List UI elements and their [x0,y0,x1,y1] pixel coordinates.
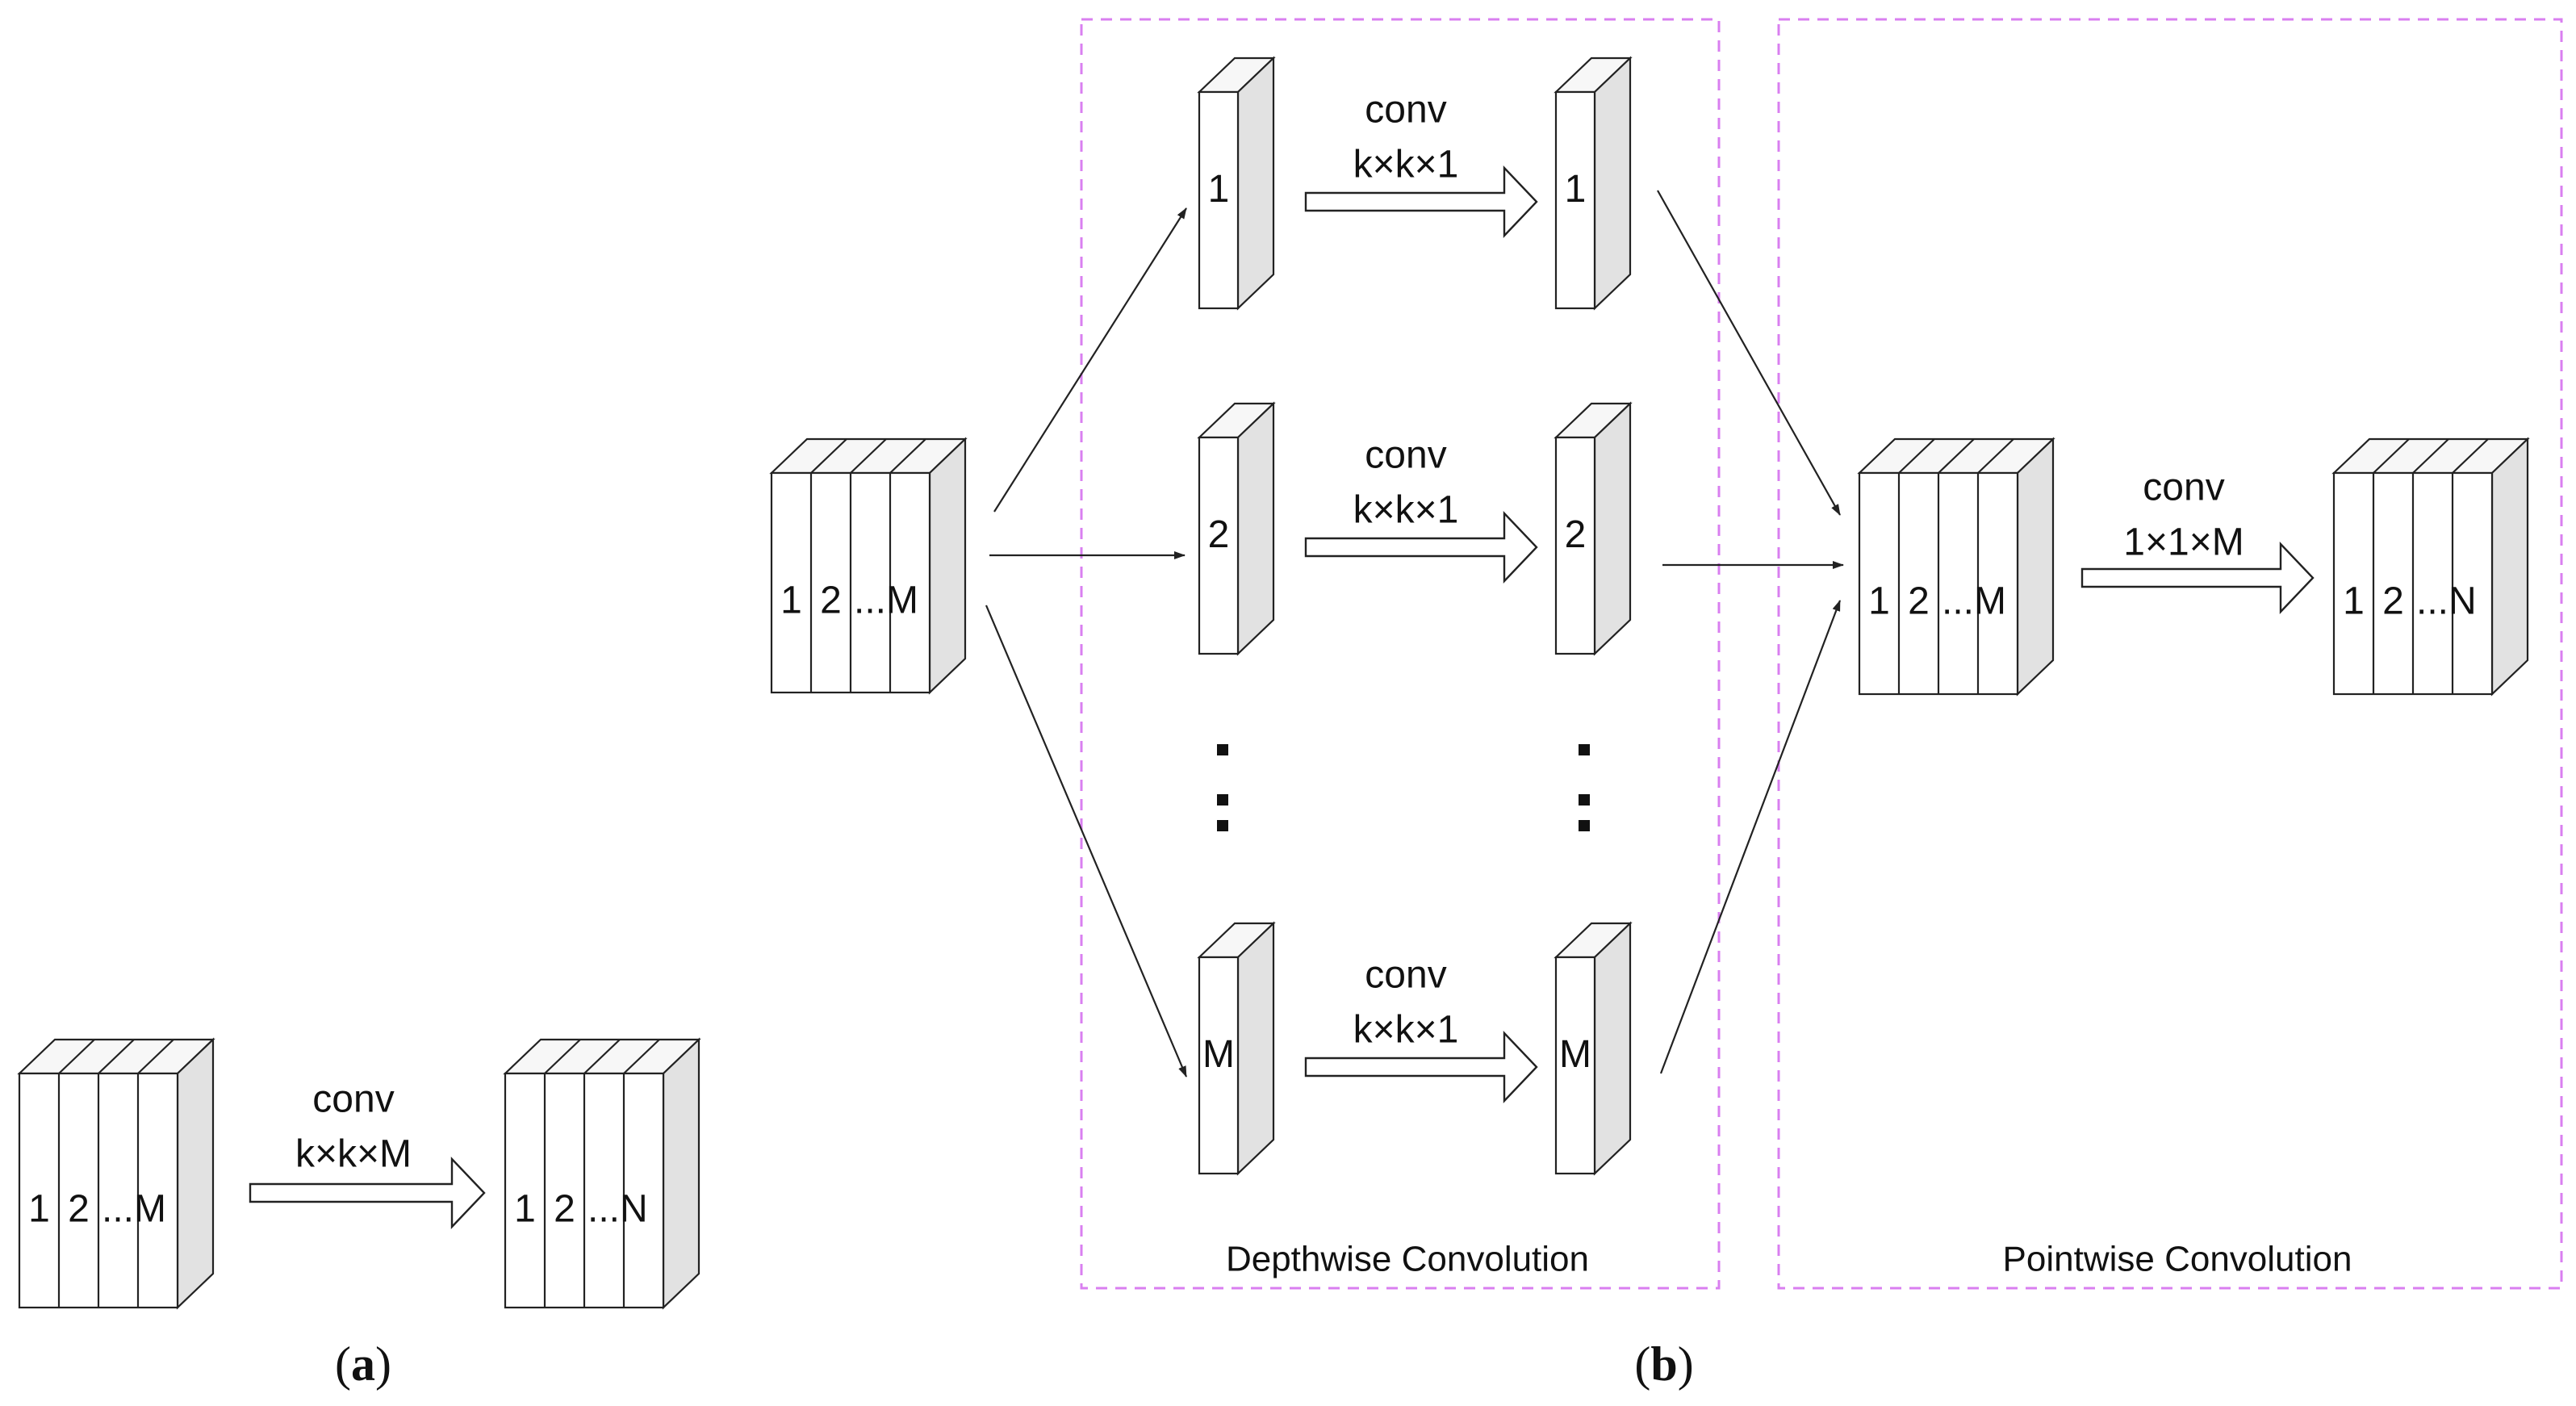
depthwise-op-2-line2: k×k×1 [1353,489,1459,532]
channel-label: 2 [1908,580,1930,622]
block-top-divider [583,1039,621,1074]
slab-front-face [1554,436,1596,655]
block-side-face [662,1037,700,1310]
channel-label: 1 [28,1188,50,1231]
slab-side-face [1593,921,1632,1176]
ellipsis-dot-1 [1217,744,1228,755]
channel-label: ...M [854,579,918,621]
depthwise-arrow-3 [1304,1031,1538,1103]
slab-channel-label: 2 [1565,513,1587,556]
pointwise-arrow [2080,542,2315,614]
block-side-face [2016,437,2055,697]
conv-op-a-line2: k×k×M [295,1133,412,1176]
fanin-arrow-3 [1659,600,1842,1074]
depthwise-input-slab-3: M [1197,921,1276,1176]
slab-side-face [1236,921,1275,1176]
block-top-divider [58,1039,95,1074]
slab-channel-label: 2 [1208,513,1230,556]
block-top-divider [810,438,847,474]
slab-side-face [1593,56,1632,311]
depthwise-output-slab-2: 2 [1554,401,1633,656]
slab-front-face [1198,956,1240,1175]
block-side-face [928,437,967,695]
block-top-divider [137,1039,174,1074]
depthwise-op-1-line1: conv [1365,89,1446,132]
block-top-divider [2412,438,2449,474]
pointwise-op-line2: 1×1×M [2123,521,2244,564]
ellipsis-dot-2 [1579,744,1590,755]
fanout-arrow-3 [985,605,1188,1078]
fanout-arrow-1 [993,207,1187,513]
slab-front-face [1198,436,1240,655]
ellipsis-dot-1 [1217,794,1228,806]
channel-label: 2 [554,1188,575,1231]
fanin-arrow-1 [1657,190,1841,516]
depthwise-arrow-1 [1304,165,1538,238]
depthwise-input-slab-2: 2 [1197,401,1276,656]
channel-label: 2 [68,1188,90,1231]
channel-label: ...M [1942,580,2006,622]
slab-front-face [1554,956,1596,1175]
channel-label: 1 [514,1188,536,1231]
depthwise-title: Depthwise Convolution [1226,1240,1589,1279]
block-top-divider [98,1039,135,1074]
channel-label: 1 [780,579,802,621]
block-top-divider [889,438,926,474]
channel-label: ...N [588,1188,648,1231]
conv-arrow-a [249,1157,486,1229]
depthwise-op-3-line1: conv [1365,954,1446,997]
slab-side-face [1236,56,1275,311]
slab-channel-label: 1 [1208,168,1230,211]
slab-side-face [1593,401,1632,656]
pointwise-region-box [1777,18,2563,1290]
block-top-divider [1898,438,1935,474]
slab-front-face [1554,90,1596,310]
block-side-face [176,1037,215,1310]
ellipsis-dot-1 [1217,820,1228,831]
block-top-divider [544,1039,581,1074]
pointwise-op-line1: conv [2143,467,2224,509]
block-top-divider [2373,438,2410,474]
depthwise-op-3-line2: k×k×1 [1353,1009,1459,1052]
channel-label: ...N [2416,580,2477,622]
ellipsis-dot-2 [1579,820,1590,831]
block-top-divider [2452,438,2489,474]
depthwise-op-1-line2: k×k×1 [1353,144,1459,186]
block-top-divider [850,438,887,474]
depthwise-region-box [1080,18,1721,1290]
slab-front-face [1198,90,1240,310]
block-top-divider [623,1039,660,1074]
caption-b: (b) [1634,1337,1693,1391]
caption-a: (a) [335,1337,391,1391]
depthwise-arrow-2 [1304,511,1538,584]
conv-op-a-line1: conv [312,1078,394,1121]
slab-side-face [1236,401,1275,656]
block-top-divider [1977,438,2014,474]
depthwise-output-slab-1: 1 [1554,56,1633,311]
depthwise-input-slab-1: 1 [1197,56,1276,311]
channel-label: 1 [2343,580,2365,622]
channel-label: 2 [2382,580,2404,622]
slab-channel-label: 1 [1565,168,1587,211]
block-top-divider [1938,438,1975,474]
depthwise-op-2-line1: conv [1365,434,1446,477]
pointwise-title: Pointwise Convolution [2003,1240,2352,1279]
slab-channel-label: M [1202,1033,1235,1076]
channel-label: 2 [820,579,842,621]
channel-label: 1 [1868,580,1890,622]
depthwise-output-slab-3: M [1554,921,1633,1176]
slab-channel-label: M [1559,1033,1591,1076]
block-side-face [2490,437,2529,697]
ellipsis-dot-2 [1579,794,1590,806]
channel-label: ...M [102,1188,166,1231]
